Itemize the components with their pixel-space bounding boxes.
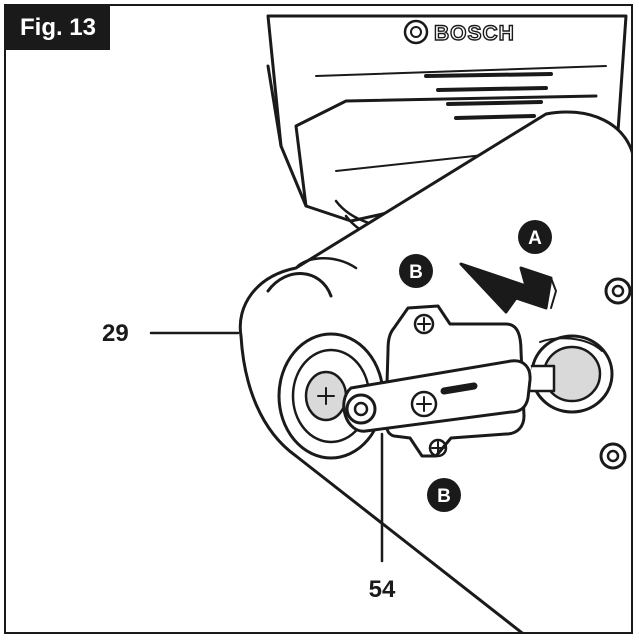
push-direction-arrow xyxy=(459,262,557,314)
figure-frame: BOSCH A B B 29 54 Fig. 13 xyxy=(4,4,633,634)
badge-a-label: A xyxy=(528,228,542,249)
brand-text: BOSCH xyxy=(434,22,515,45)
figure-label: Fig. 13 xyxy=(6,6,110,50)
rear-roller xyxy=(524,334,614,414)
adjustment-bracket xyxy=(342,304,532,458)
brand-plate xyxy=(403,19,429,45)
badge-a: A xyxy=(518,220,552,254)
callout-29: 29 xyxy=(102,320,129,347)
badge-b-bottom: B xyxy=(427,478,461,512)
badge-b-top-label: B xyxy=(409,262,423,283)
mounting-screws xyxy=(599,277,631,470)
badge-b-top: B xyxy=(399,254,433,288)
illustration: BOSCH A B B 29 54 xyxy=(102,14,631,632)
callout-54: 54 xyxy=(369,576,396,603)
badge-b-bottom-label: B xyxy=(437,486,451,507)
